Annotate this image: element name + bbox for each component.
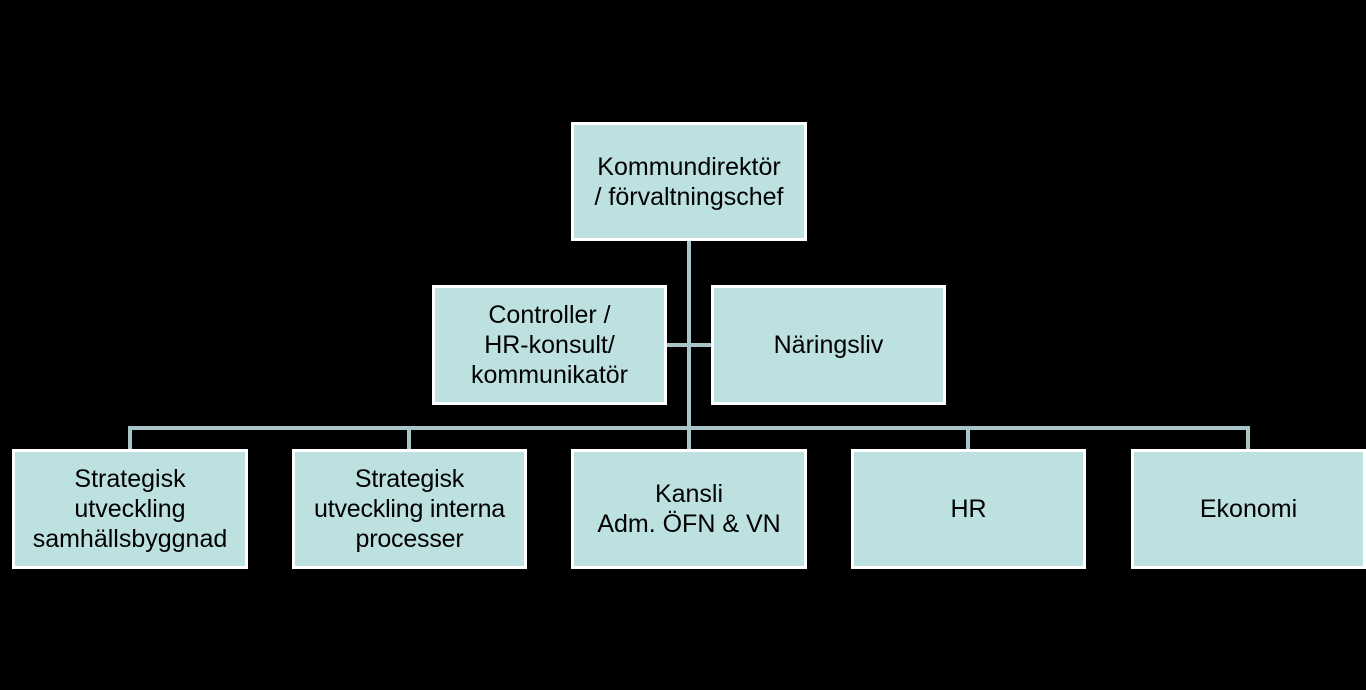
- node-label: Näringsliv: [773, 331, 884, 359]
- node-label: HR: [950, 495, 987, 523]
- node-label: Controller / HR-konsult/ kommunikatör: [471, 301, 628, 389]
- node-kansli: Kansli Adm. ÖFN & VN: [571, 449, 807, 569]
- node-naringsliv: Näringsliv: [711, 285, 946, 405]
- node-controller-hr-konsult-kommunikator: Controller / HR-konsult/ kommunikatör: [432, 285, 667, 405]
- node-label: Strategisk utveckling interna processer: [314, 465, 505, 553]
- node-ekonomi: Ekonomi: [1131, 449, 1366, 569]
- node-strategisk-utveckling-interna-processer: Strategisk utveckling interna processer: [292, 449, 527, 569]
- node-hr: HR: [851, 449, 1086, 569]
- node-strategisk-utveckling-samhallsbyggnad: Strategisk utveckling samhällsbyggnad: [12, 449, 248, 569]
- node-label: Kommundirektör / förvaltningschef: [594, 152, 784, 211]
- node-kommundirektor: Kommundirektör / förvaltningschef: [571, 122, 807, 241]
- node-label: Strategisk utveckling samhällsbyggnad: [32, 465, 228, 553]
- node-label: Kansli Adm. ÖFN & VN: [597, 480, 781, 538]
- node-label: Ekonomi: [1199, 495, 1298, 523]
